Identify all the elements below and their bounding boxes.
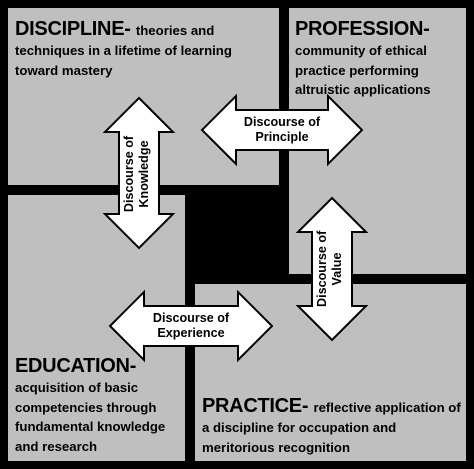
principle-arrow [200,93,364,167]
profession-title: PROFESSION- [295,18,430,40]
education-title: EDUCATION- [15,355,137,377]
principle-label: Discourse of Principle [236,115,328,145]
experience-label: Discourse of Experience [144,311,238,341]
profession-desc: community of ethical practice performing… [295,43,431,98]
practice-desc: reflective application of a discipline f… [202,400,461,455]
practice-title: PRACTICE- [202,395,314,417]
education-text: EDUCATION- acquisition of basic competen… [15,354,185,456]
value-arrow [295,196,369,342]
knowledge-label-line2: Knowledge [137,140,152,208]
experience-label-line2: Experience [157,326,225,341]
education-desc: acquisition of basic competencies throug… [15,380,166,454]
experience-arrow [108,289,274,363]
profession-text: PROFESSION- community of ethical practic… [295,17,465,100]
experience-label-line1: Discourse of [152,311,230,325]
value-label-line1: Discourse of [315,230,329,307]
knowledge-label: Discourse of Knowledge [122,134,156,214]
practice-text: PRACTICE- reflective application of a di… [202,394,464,457]
value-label-line2: Value [330,252,345,286]
value-label: Discourse of Value [315,231,349,307]
discipline-title: DISCIPLINE- [15,18,136,40]
principle-label-line2: Principle [255,130,309,145]
knowledge-label-line1: Discourse of [122,135,136,213]
principle-label-line1: Discourse of [243,115,321,129]
knowledge-arrow [102,96,176,250]
discipline-desc: theories and techniques in a lifetime of… [15,23,232,78]
discipline-text: DISCIPLINE- theories and techniques in a… [15,17,277,80]
